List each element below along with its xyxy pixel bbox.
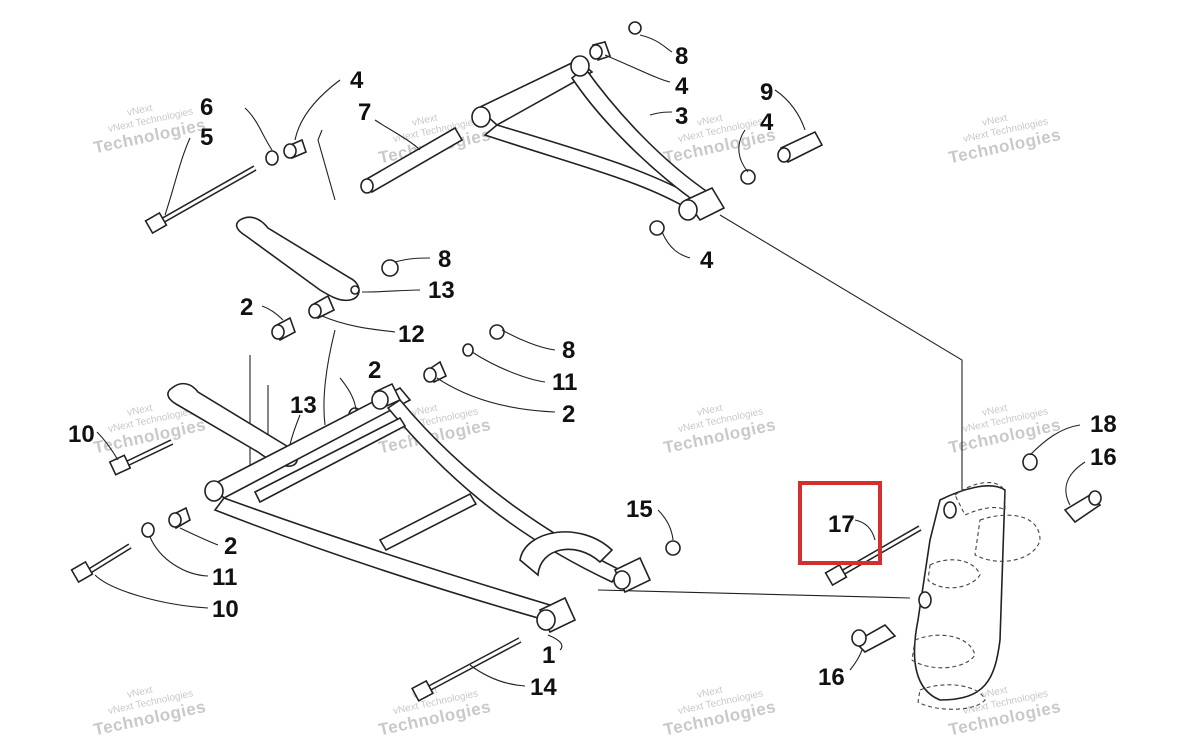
lower-bushing-right[interactable] xyxy=(423,360,448,384)
upper-sleeve[interactable] xyxy=(360,126,464,194)
part-label[interactable]: 13 xyxy=(428,277,455,304)
part-label[interactable]: 16 xyxy=(1090,444,1117,471)
upper-pivot-bushing[interactable] xyxy=(777,130,824,164)
bushing-end xyxy=(283,143,297,159)
watermark-badge: vNext xyxy=(126,403,154,419)
part-label[interactable]: 18 xyxy=(1090,411,1117,438)
part-labels: 8 4 3 9 4 4 4 7 6 5 8 13 2 12 8 2 11 2 1… xyxy=(68,43,1117,701)
part-label[interactable]: 10 xyxy=(212,596,239,623)
part-label[interactable]: 2 xyxy=(240,294,253,321)
part-label[interactable]: 12 xyxy=(398,321,425,348)
upper-a-arm[interactable] xyxy=(471,55,726,222)
stabilizer-link-upper[interactable] xyxy=(235,216,360,302)
assembly-lines xyxy=(249,129,963,599)
watermark-badge: vNext xyxy=(981,403,1009,419)
lower-bolt-10b[interactable] xyxy=(70,543,132,584)
lower-bushing-left[interactable] xyxy=(168,506,191,530)
part-label[interactable]: 9 xyxy=(760,79,773,106)
watermark-badge: vNext xyxy=(126,103,154,119)
watermark-badge: vNext xyxy=(696,685,724,701)
upper-washer[interactable] xyxy=(265,150,279,166)
upper-bolt[interactable] xyxy=(144,165,257,235)
watermark-badge: vNext xyxy=(981,685,1009,701)
watermark-badge: vNext xyxy=(126,685,154,701)
part-label[interactable]: 4 xyxy=(350,67,364,94)
part-label[interactable]: 6 xyxy=(200,94,213,121)
watermark-badge: vNext xyxy=(696,403,724,419)
upper-nut[interactable] xyxy=(628,21,642,35)
lower-washer[interactable] xyxy=(141,522,155,538)
link-nut[interactable] xyxy=(381,259,399,277)
lower-nut-right[interactable] xyxy=(489,324,505,340)
part-label[interactable]: 4 xyxy=(700,247,714,274)
part-label[interactable]: 13 xyxy=(290,392,317,419)
part-label[interactable]: 11 xyxy=(552,369,577,396)
watermark-badge: vNext xyxy=(696,113,724,129)
part-label[interactable]: 4 xyxy=(760,109,774,136)
knuckle-nut[interactable] xyxy=(1022,453,1038,471)
part-label[interactable]: 16 xyxy=(818,664,845,691)
part-label[interactable]: 5 xyxy=(200,124,213,151)
part-label[interactable]: 2 xyxy=(562,401,575,428)
part-label[interactable]: 2 xyxy=(224,533,237,560)
part-label[interactable]: 15 xyxy=(626,496,653,523)
watermark-badge: vNext xyxy=(411,113,439,129)
watermark-badge: vNext xyxy=(411,403,439,419)
watermark-badge: vNext xyxy=(981,113,1009,129)
lower-bushing-upper[interactable] xyxy=(271,316,296,342)
part-label[interactable]: 8 xyxy=(675,43,688,70)
lower-spacer-upper[interactable] xyxy=(308,294,336,320)
part-label-highlighted[interactable]: 17 xyxy=(828,511,855,538)
part-label[interactable]: 11 xyxy=(212,564,237,591)
upper-right-bushing[interactable] xyxy=(589,41,612,62)
knuckle-bushing-upper[interactable] xyxy=(1063,490,1102,524)
part-label[interactable]: 1 xyxy=(542,642,555,669)
part-label[interactable]: 14 xyxy=(530,674,557,701)
part-label[interactable]: 7 xyxy=(358,99,371,126)
part-label[interactable]: 3 xyxy=(675,103,688,130)
spindle-knuckle[interactable] xyxy=(911,482,1041,710)
lower-nut-15[interactable] xyxy=(665,540,681,556)
highlight-box[interactable] xyxy=(798,481,882,565)
part-label[interactable]: 8 xyxy=(438,246,451,273)
knuckle-bushing-lower[interactable] xyxy=(851,623,897,653)
part-label[interactable]: 2 xyxy=(368,357,381,384)
lower-washer-right[interactable] xyxy=(462,343,474,357)
upper-pivot-bushing-small[interactable] xyxy=(740,169,756,185)
leader-lines xyxy=(94,34,1086,687)
part-label[interactable]: 4 xyxy=(675,73,689,100)
lower-bolt-10a[interactable] xyxy=(108,439,174,476)
lower-pivot-bushing-small[interactable] xyxy=(649,220,665,236)
part-label[interactable]: 10 xyxy=(68,421,95,448)
lower-a-arm[interactable] xyxy=(204,382,652,634)
lower-long-bolt[interactable] xyxy=(411,637,522,702)
part-label[interactable]: 8 xyxy=(562,337,575,364)
